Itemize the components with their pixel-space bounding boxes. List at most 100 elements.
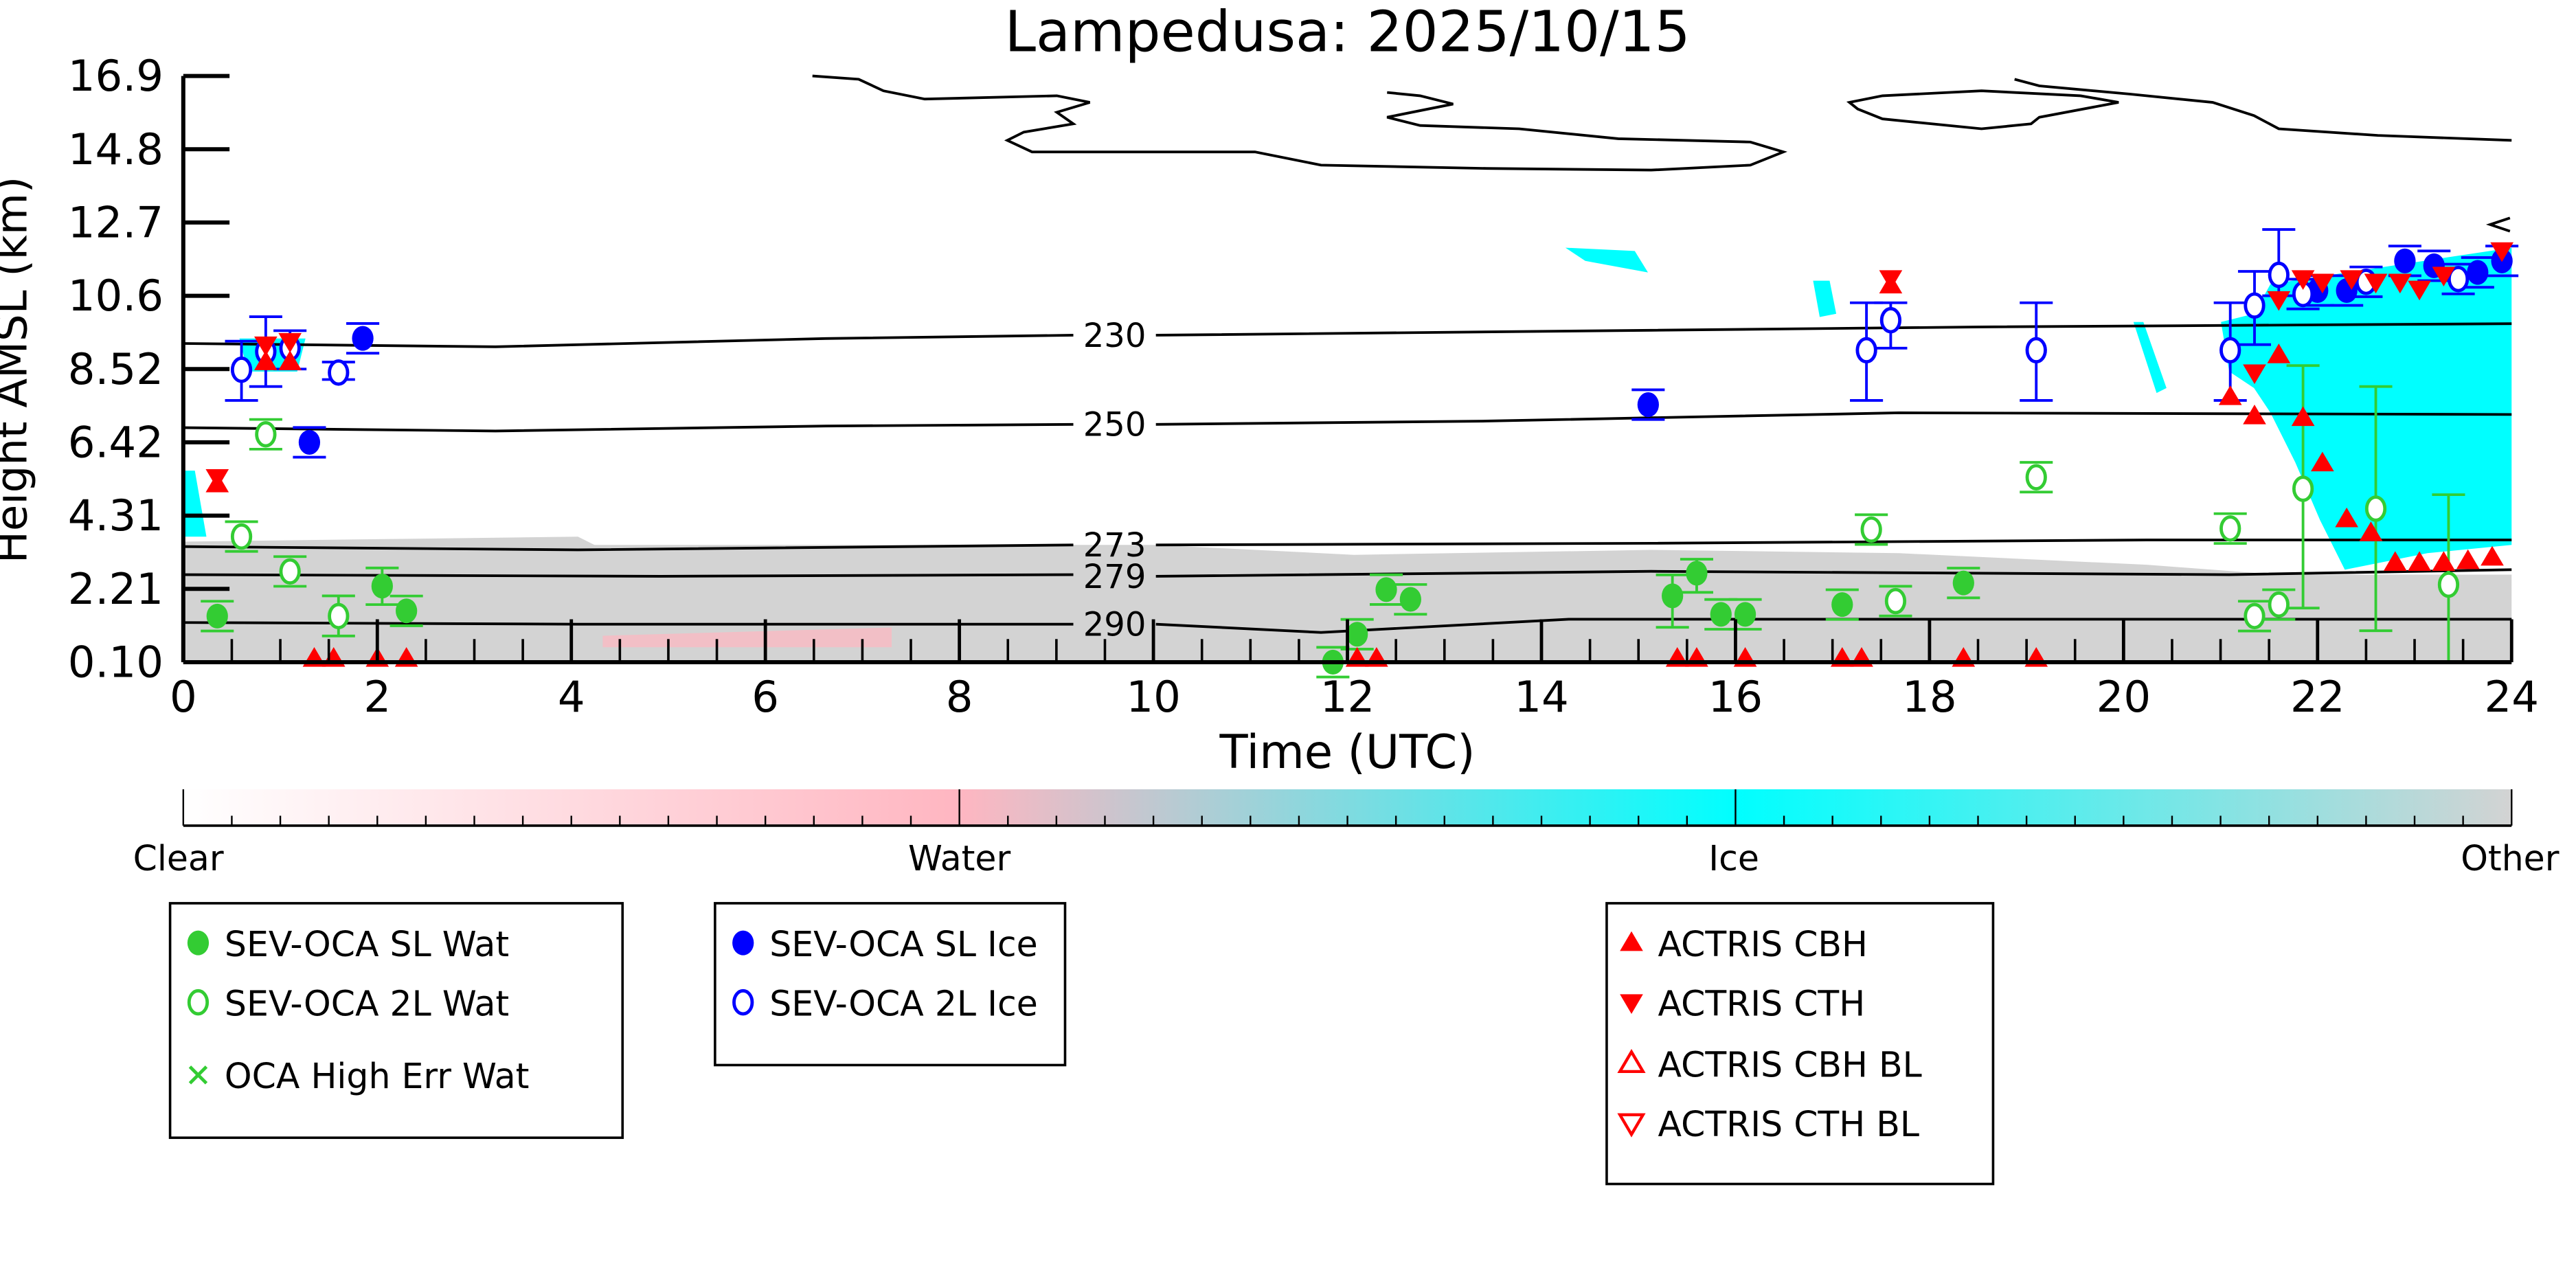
error-bar xyxy=(1825,588,1859,621)
data-point xyxy=(2408,280,2431,301)
x-tick-label: 0 xyxy=(170,672,197,722)
data-point xyxy=(2456,549,2480,569)
legend-label: SEV-OCA SL Wat xyxy=(225,924,509,964)
data-point xyxy=(371,574,393,599)
data-point xyxy=(1662,583,1684,609)
error-bar xyxy=(2349,265,2383,298)
data-point xyxy=(2291,270,2315,291)
data-point xyxy=(1879,306,1902,334)
data-point xyxy=(1860,516,1882,543)
legend-marker-icon xyxy=(188,1065,208,1085)
y-axis-label: Height AMSL (km) xyxy=(0,177,36,563)
data-point xyxy=(2025,464,2047,490)
error-bar xyxy=(1947,567,1980,600)
data-point xyxy=(396,598,418,624)
data-point xyxy=(254,350,278,370)
error-bar xyxy=(1855,513,1888,546)
error-bar xyxy=(201,600,234,633)
x-tick-label: 8 xyxy=(946,672,973,722)
legend-entry: ACTRIS CBH xyxy=(1620,924,1868,964)
error-bar xyxy=(2237,600,2272,633)
legend-entry: OCA High Err Wat xyxy=(188,1056,529,1096)
y-tick-label: 2.21 xyxy=(68,564,163,614)
x-tick-label: 24 xyxy=(2484,672,2539,722)
data-point xyxy=(1399,587,1421,612)
x-axis-label: Time (UTC) xyxy=(1219,725,1476,779)
contour-label-230: 230 xyxy=(1083,317,1146,355)
data-point xyxy=(2292,475,2314,502)
data-point xyxy=(2432,551,2456,571)
data-point xyxy=(2268,591,2290,618)
data-point xyxy=(2467,260,2489,285)
data-point xyxy=(2243,405,2266,425)
data-point xyxy=(254,336,278,357)
data-point xyxy=(1831,592,1853,618)
data-point xyxy=(1734,602,1756,627)
colorbar-label-other: Other xyxy=(2461,838,2560,879)
data-point xyxy=(2335,507,2358,528)
x-tick-label: 2 xyxy=(363,672,391,722)
error-bar xyxy=(293,426,326,459)
cyan-ice-left xyxy=(183,471,207,537)
data-point xyxy=(2364,495,2387,522)
data-point xyxy=(2244,602,2266,630)
data-point xyxy=(352,326,374,351)
series-sev-oca-sl-wat xyxy=(201,558,1980,679)
data-point xyxy=(2267,291,2291,311)
data-point xyxy=(2383,551,2407,571)
contour-labels: 230 250 273 279 290 xyxy=(1083,317,1146,644)
colorbar-label-clear: Clear xyxy=(133,838,224,879)
data-point xyxy=(2025,337,2047,364)
legend-water xyxy=(168,902,624,1140)
legend-label: OCA High Err Wat xyxy=(225,1056,529,1096)
legend-entry: SEV-OCA 2L Wat xyxy=(187,983,509,1024)
legend-entry: SEV-OCA 2L Ice xyxy=(732,983,1038,1024)
cyan-ice-wisp xyxy=(1565,247,1649,273)
colorbar: Clear Water Ice Other xyxy=(133,789,2560,879)
y-tick-label: 12.7 xyxy=(68,198,163,248)
error-bar xyxy=(273,555,307,588)
data-point xyxy=(2291,406,2315,427)
contour-label-279: 279 xyxy=(1083,558,1146,596)
x-tick-label: 6 xyxy=(752,672,779,722)
data-point xyxy=(1884,587,1907,615)
data-point xyxy=(278,350,302,370)
chart-title: Lampedusa: 2025/10/15 xyxy=(1004,0,1690,65)
legend-entry: ACTRIS CTH BL xyxy=(1617,1104,1919,1144)
contour-label-290: 290 xyxy=(1083,605,1146,644)
data-point xyxy=(2311,451,2334,472)
error-bar xyxy=(2441,262,2475,295)
cyan-ice-wisp2 xyxy=(1813,280,1837,317)
data-point xyxy=(2490,242,2513,262)
data-point xyxy=(2340,270,2364,291)
error-bar xyxy=(249,418,282,451)
x-tick-label: 16 xyxy=(1708,672,1763,722)
data-point xyxy=(2408,551,2431,571)
legend-label: ACTRIS CBH BL xyxy=(1658,1044,1921,1085)
legend-label: ACTRIS CBH xyxy=(1658,924,1868,964)
data-point xyxy=(2268,261,2290,289)
data-point xyxy=(1375,577,1397,602)
data-point xyxy=(2388,273,2412,294)
data-point xyxy=(298,429,321,455)
data-point xyxy=(279,558,301,585)
legend-marker-icon xyxy=(1620,931,1643,951)
legend-marker-icon xyxy=(732,930,754,956)
legend-marker-icon xyxy=(1620,994,1643,1014)
contour-label-250: 250 xyxy=(1083,406,1146,444)
data-point xyxy=(1686,561,1708,586)
y-tick-label: 14.8 xyxy=(68,124,163,174)
data-point xyxy=(2244,292,2266,319)
colorbar-label-ice: Ice xyxy=(1708,838,1759,879)
legend-marker-icon xyxy=(1617,1113,1646,1138)
legend-entry: SEV-OCA SL Wat xyxy=(187,924,509,964)
contour-lines xyxy=(183,74,2512,634)
cloud-mask-background xyxy=(183,247,2512,662)
legend-marker-icon xyxy=(1617,1048,1646,1074)
error-bar xyxy=(1369,573,1403,606)
data-point xyxy=(2432,267,2456,286)
x-tick-label: 22 xyxy=(2290,672,2345,722)
series-sev-oca-sl-ice xyxy=(293,245,2519,459)
